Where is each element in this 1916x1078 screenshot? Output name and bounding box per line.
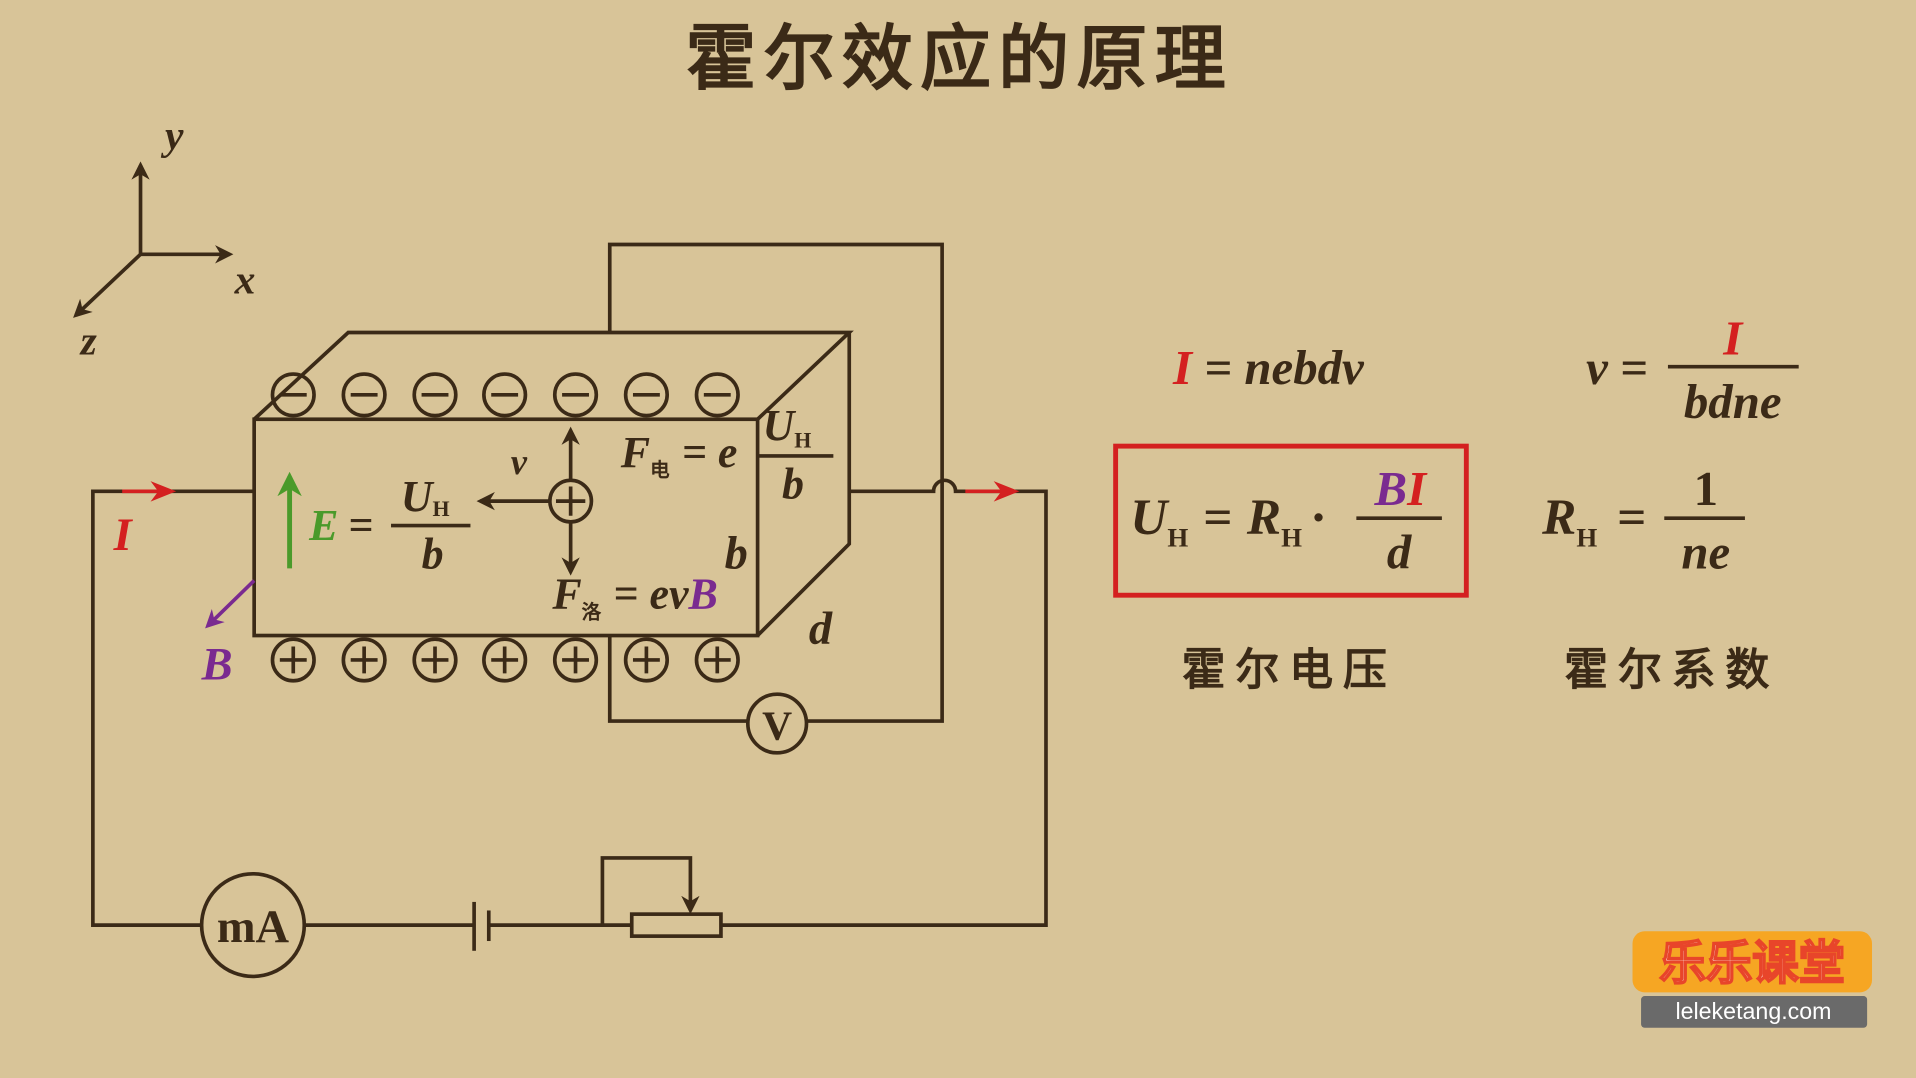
dimension-d: d	[809, 604, 833, 655]
current-label: I	[113, 510, 134, 561]
charges	[270, 372, 740, 683]
svg-text:d: d	[1387, 524, 1413, 579]
velocity-label: v	[511, 441, 528, 482]
svg-text:ne: ne	[1681, 524, 1730, 579]
svg-text:b: b	[422, 529, 444, 578]
svg-text:乐乐课堂: 乐乐课堂	[1659, 936, 1845, 990]
svg-text:b: b	[782, 460, 804, 509]
negative-charge	[482, 372, 528, 418]
negative-charge	[412, 372, 458, 418]
negative-charge	[623, 372, 670, 418]
leleketang-logo[interactable]: 乐乐课堂 leleketang.com	[1632, 931, 1873, 1028]
page-title: 霍尔效应的原理	[686, 21, 1233, 99]
circuit-wires	[91, 242, 1048, 951]
negative-charge	[341, 372, 387, 418]
svg-text:1: 1	[1694, 461, 1718, 516]
dimension-b: b	[725, 528, 748, 579]
e-field-formula: E=	[308, 501, 373, 550]
hall-voltage-label: 霍尔电压	[1182, 645, 1397, 694]
svg-text:bdne: bdne	[1684, 374, 1782, 429]
negative-charge	[552, 372, 599, 418]
axis-x-label: x	[234, 256, 256, 302]
positive-charge	[341, 637, 387, 683]
magnetic-field-label: B	[201, 640, 233, 691]
ammeter: mA	[199, 871, 307, 979]
svg-text:leleketang.com: leleketang.com	[1675, 998, 1831, 1024]
hall-coefficient-formula: RH= 1 ne	[1541, 461, 1745, 579]
positive-charge	[694, 637, 740, 683]
negative-charge	[270, 372, 316, 418]
svg-text:V: V	[762, 702, 792, 748]
svg-text:RH=: RH=	[1541, 489, 1646, 552]
hall-coefficient-label: 霍尔系数	[1564, 645, 1779, 694]
svg-text:UH: UH	[401, 472, 450, 521]
lorentz-force-formula: F洛= evB	[551, 570, 718, 624]
svg-text:v =: v =	[1586, 340, 1648, 395]
positive-charge	[552, 637, 599, 683]
positive-charge	[270, 637, 316, 683]
negative-charge	[694, 372, 740, 418]
positive-charge	[623, 637, 670, 683]
svg-text:mA: mA	[217, 902, 290, 953]
svg-text:I: I	[1722, 310, 1744, 365]
positive-charge	[482, 637, 528, 683]
positive-charge	[412, 637, 458, 683]
voltmeter: V	[745, 692, 809, 755]
svg-text:UH=RH·: UH=RH·	[1130, 489, 1324, 552]
velocity-formula: v = I bdne	[1586, 310, 1799, 429]
axis-z-label: z	[79, 317, 97, 363]
positive-carrier	[476, 426, 594, 576]
electric-force-formula: F电= e	[620, 428, 738, 482]
current-formula: I= nebdv	[1172, 340, 1365, 395]
svg-text:UH: UH	[762, 401, 811, 452]
hall-voltage-formula: UH=RH· BI d	[1113, 443, 1469, 598]
svg-text:BI: BI	[1374, 461, 1429, 516]
